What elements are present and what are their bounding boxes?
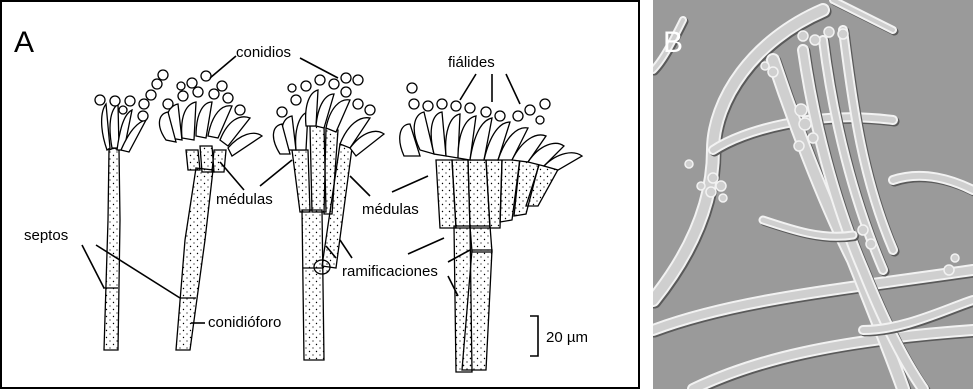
panel-a-drawing: A [0, 0, 640, 389]
label-conidios: conidios [236, 44, 291, 61]
label-fialides: fiálides [448, 54, 495, 71]
label-medulas-left: médulas [216, 191, 273, 208]
label-conidioforo: conidióforo [208, 314, 281, 331]
label-scale: 20 µm [546, 329, 588, 346]
panel-a-letter: A [14, 26, 34, 59]
panel-b-letter: B [663, 26, 683, 59]
panel-b-micrograph: B [653, 0, 973, 389]
label-ramificaciones: ramificaciones [342, 263, 438, 280]
label-medulas-right: médulas [362, 201, 419, 218]
label-septos: septos [24, 227, 68, 244]
